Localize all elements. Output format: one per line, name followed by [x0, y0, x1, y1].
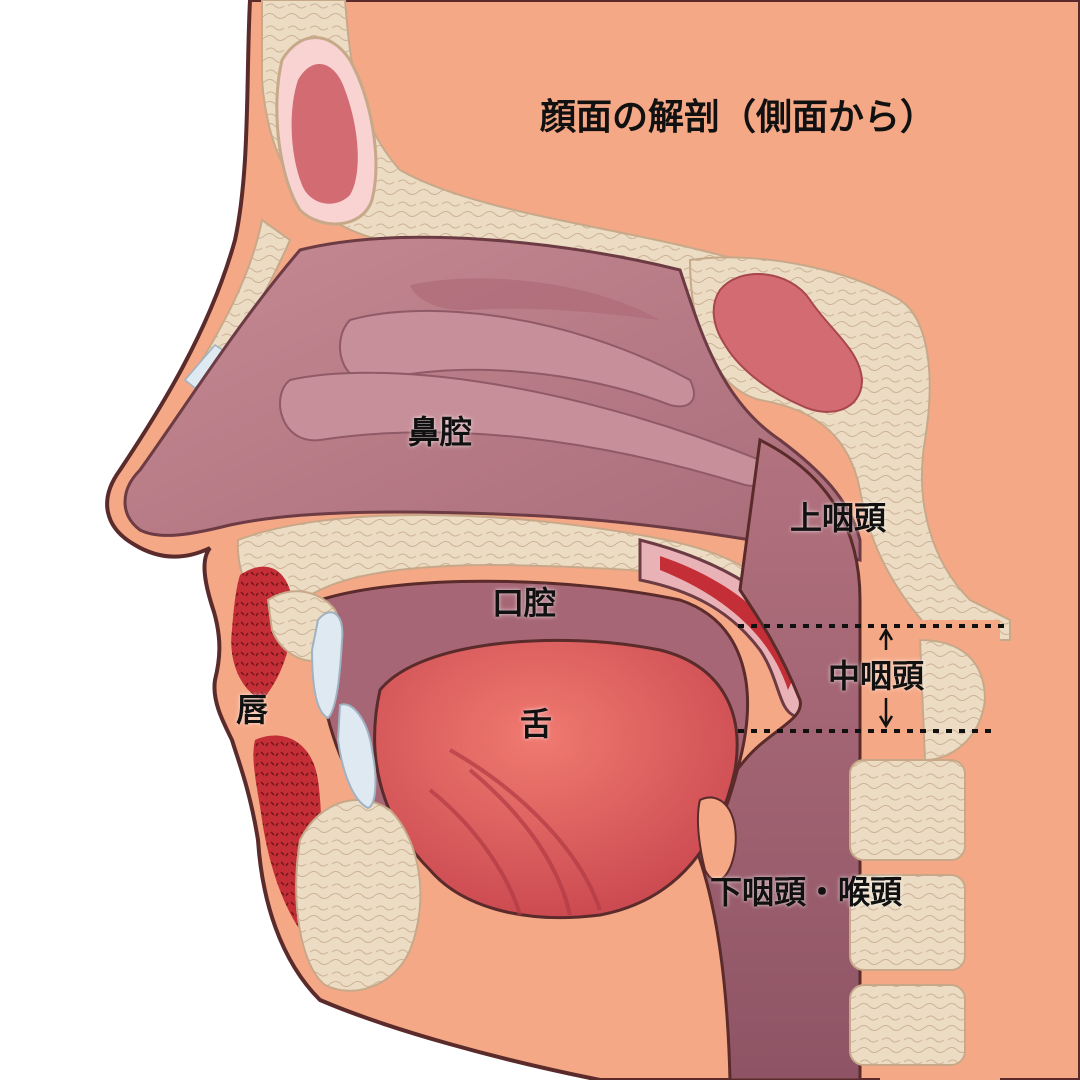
inferior-turbinate	[279, 371, 772, 487]
sphenoid-sinus	[712, 273, 864, 413]
lower-incisor	[336, 703, 377, 810]
cervical-vertebrae	[849, 620, 1000, 1080]
oropharynx-range-arrows	[878, 627, 894, 729]
label-tongue: 舌	[520, 705, 553, 743]
label-lips: 唇	[236, 691, 269, 729]
upper-incisor	[310, 611, 344, 720]
soft-palate-muscle	[660, 556, 796, 690]
superior-turbinate	[410, 278, 660, 320]
label-nasal-cavity: 鼻腔	[408, 413, 473, 451]
label-epipharynx: 上咽頭	[790, 499, 887, 537]
frontal-sinus-cavity	[291, 63, 358, 204]
diagram-title: 顔面の解剖（側面から）	[540, 97, 937, 138]
epiglottis	[696, 796, 737, 882]
mandible	[295, 799, 422, 992]
label-oropharynx: 中咽頭	[828, 657, 925, 695]
label-hypopharynx-larynx: 下咽頭・喉頭	[710, 873, 903, 911]
label-oral-cavity: 口腔	[492, 584, 557, 622]
tongue-muscle-fibers	[428, 748, 602, 916]
